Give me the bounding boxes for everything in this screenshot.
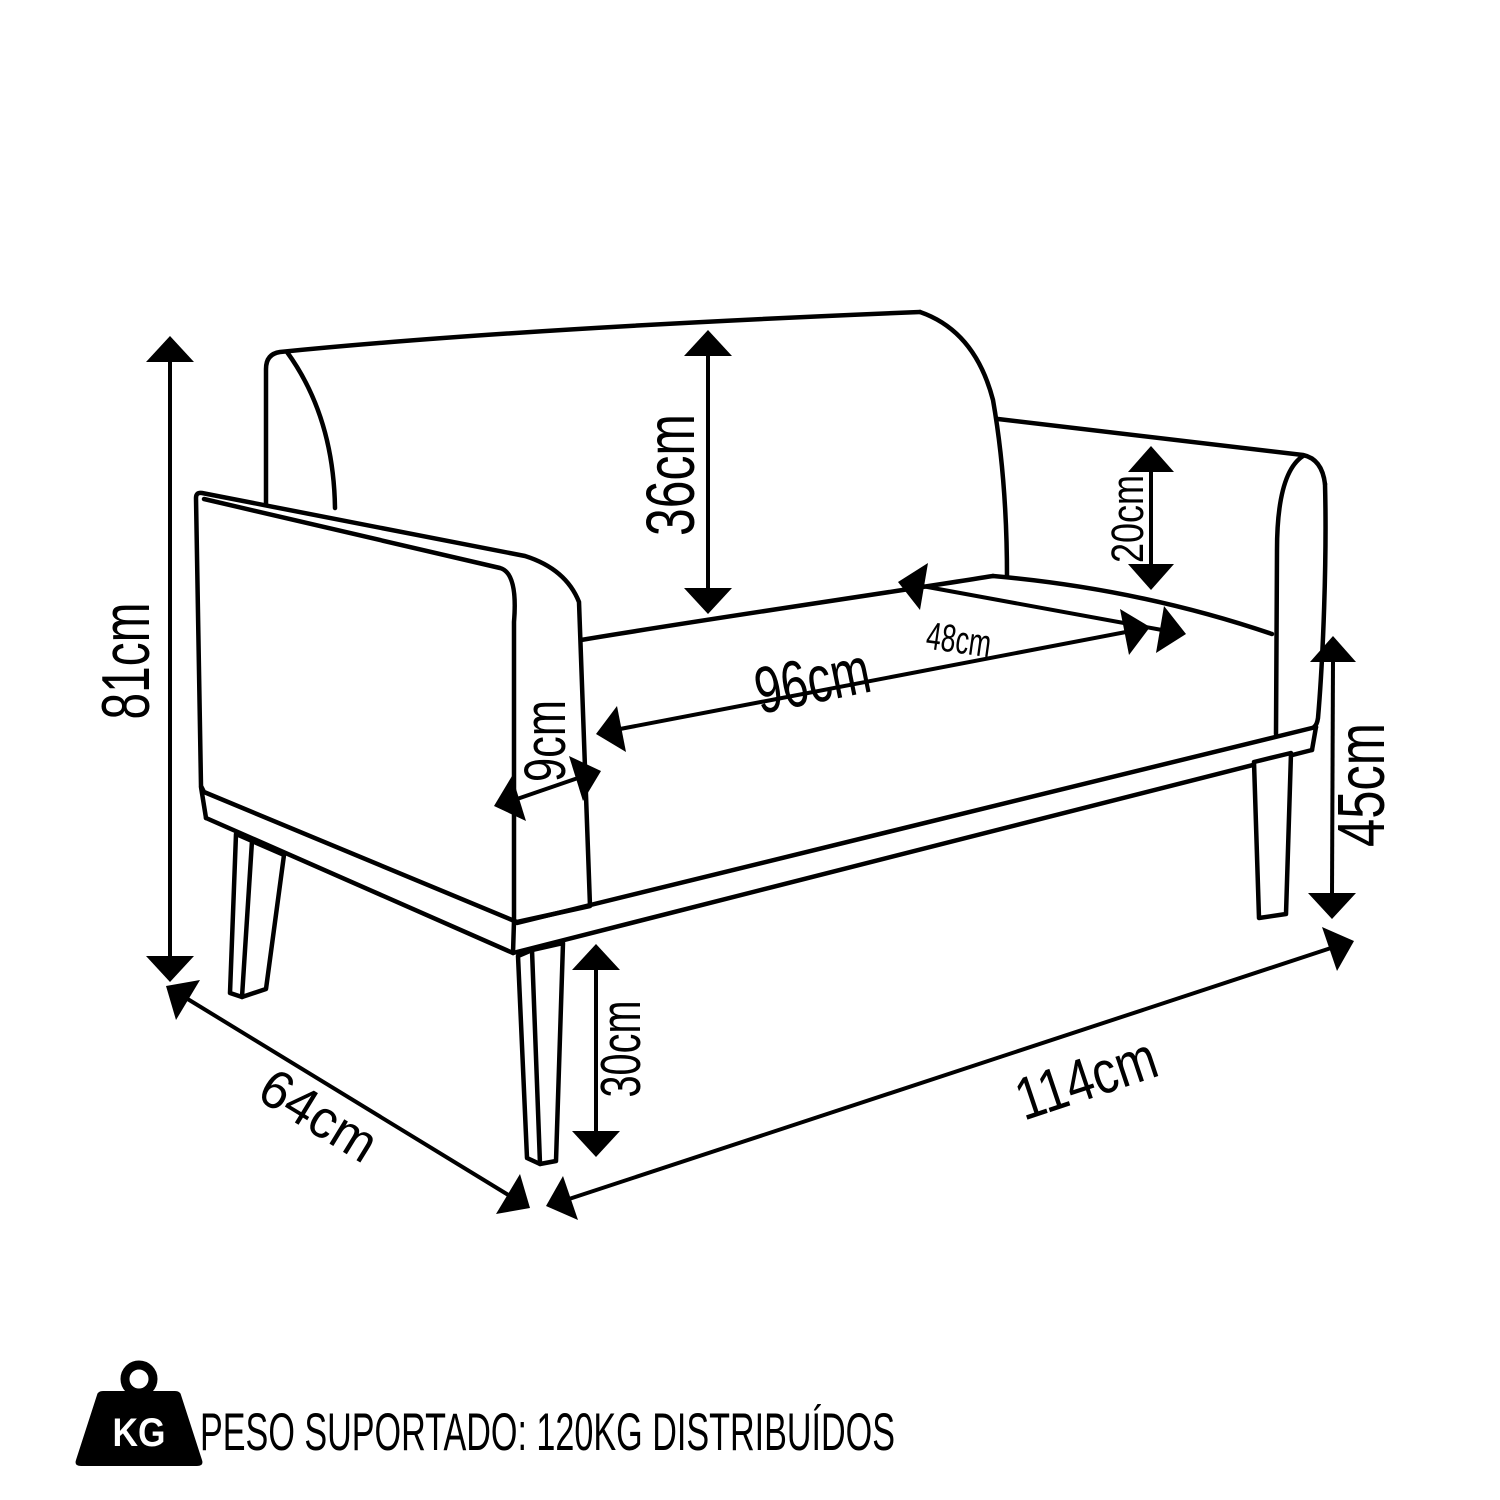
svg-text:36cm: 36cm: [632, 414, 709, 536]
svg-text:KG: KG: [113, 1411, 166, 1455]
svg-text:PESO SUPORTADO: 120KG DISTRIBU: PESO SUPORTADO: 120KG DISTRIBUÍDOS: [200, 1403, 895, 1462]
svg-text:48cm: 48cm: [924, 615, 994, 667]
svg-text:9cm: 9cm: [513, 700, 578, 782]
svg-text:20cm: 20cm: [1102, 475, 1153, 563]
svg-text:30cm: 30cm: [589, 1001, 653, 1098]
svg-text:81cm: 81cm: [88, 603, 164, 720]
svg-text:45cm: 45cm: [1324, 723, 1399, 847]
